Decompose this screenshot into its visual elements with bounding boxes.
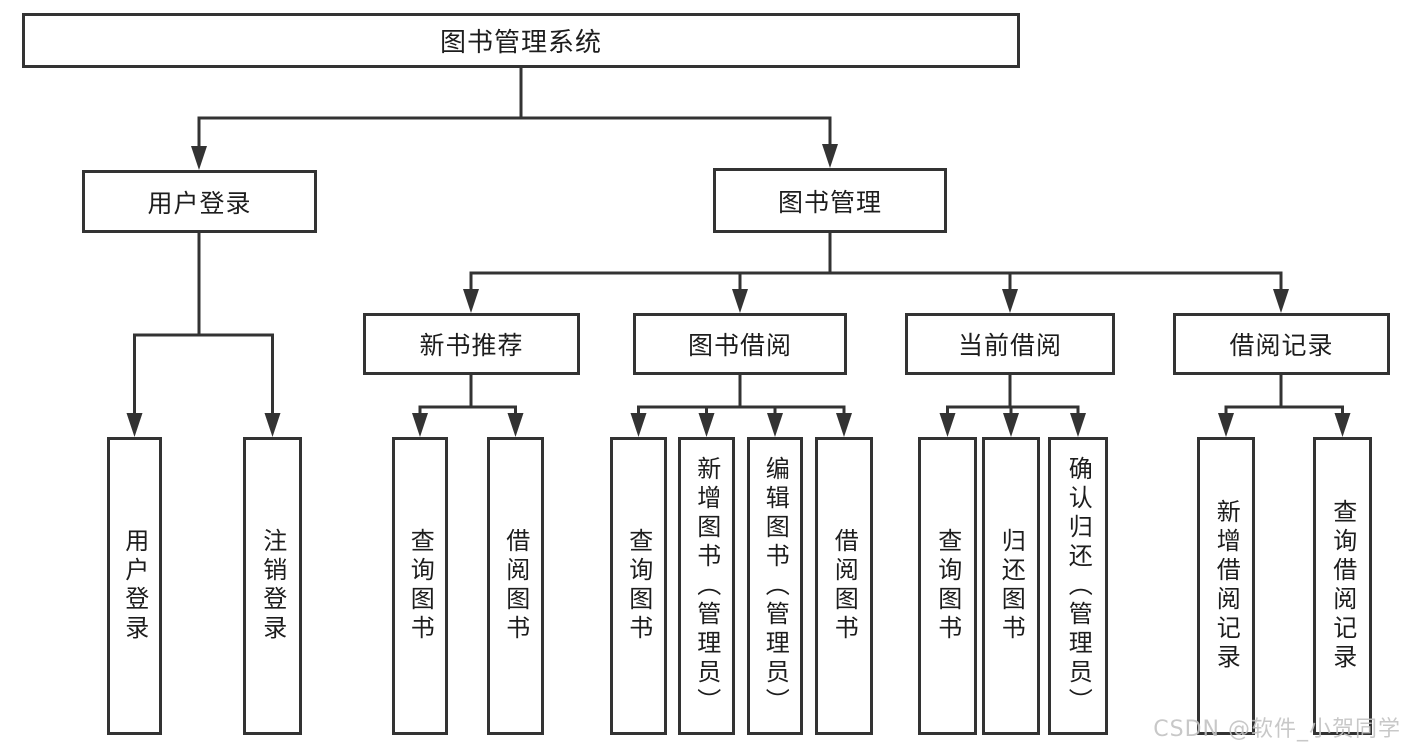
leaf-borrow-books-borrowing: 借阅图书 — [815, 437, 873, 735]
leaf-query-books-borrowing: 查询图书 — [610, 437, 667, 735]
leaf-query-books-recommend: 查询图书 — [392, 437, 448, 735]
node-label: 图书管理系统 — [439, 28, 602, 58]
node-label: 注销登录 — [258, 528, 287, 644]
node-label: 当前借阅 — [957, 331, 1062, 360]
node-label: 借阅图书 — [501, 528, 530, 644]
node-label: 编辑图书（管理员） — [761, 455, 790, 717]
node-borrowing-records: 借阅记录 — [1173, 313, 1390, 375]
arrowheads — [126, 144, 1351, 437]
node-label: 查询图书 — [406, 528, 435, 644]
node-label: 查询借阅记录 — [1328, 499, 1357, 673]
node-new-book-recommendation: 新书推荐 — [363, 313, 580, 375]
leaf-logout: 注销登录 — [243, 437, 302, 735]
node-label: 借阅图书 — [830, 528, 859, 644]
leaf-user-login: 用户登录 — [107, 437, 162, 735]
leaf-query-books-current: 查询图书 — [918, 437, 977, 735]
node-user-login: 用户登录 — [82, 170, 317, 233]
node-label: 图书借阅 — [687, 331, 792, 360]
node-label: 确认归还（管理员） — [1064, 455, 1093, 717]
leaf-borrow-books-recommend: 借阅图书 — [487, 437, 544, 735]
node-label: 归还图书 — [997, 528, 1026, 644]
leaf-add-borrow-record: 新增借阅记录 — [1197, 437, 1255, 735]
node-label: 新增图书（管理员） — [692, 455, 721, 717]
node-label: 新书推荐 — [419, 331, 524, 360]
leaf-confirm-return-admin: 确认归还（管理员） — [1048, 437, 1108, 735]
node-label: 新增借阅记录 — [1212, 499, 1241, 673]
leaf-edit-books-admin: 编辑图书（管理员） — [747, 437, 803, 735]
node-book-borrowing: 图书借阅 — [633, 313, 847, 375]
node-current-borrowing: 当前借阅 — [905, 313, 1115, 375]
leaf-return-books: 归还图书 — [982, 437, 1040, 735]
node-label: 查询图书 — [624, 528, 653, 644]
node-book-management: 图书管理 — [713, 168, 947, 233]
node-label: 用户登录 — [147, 188, 252, 218]
watermark: CSDN @软件_小贺同学 — [1153, 717, 1401, 742]
node-label: 图书管理 — [777, 187, 882, 217]
node-library-management-system: 图书管理系统 — [22, 13, 1020, 68]
node-label: 用户登录 — [120, 528, 149, 644]
node-label: 查询图书 — [933, 528, 962, 644]
node-label: 借阅记录 — [1229, 331, 1334, 360]
leaf-add-books-admin: 新增图书（管理员） — [678, 437, 735, 735]
leaf-query-borrow-record: 查询借阅记录 — [1313, 437, 1372, 735]
